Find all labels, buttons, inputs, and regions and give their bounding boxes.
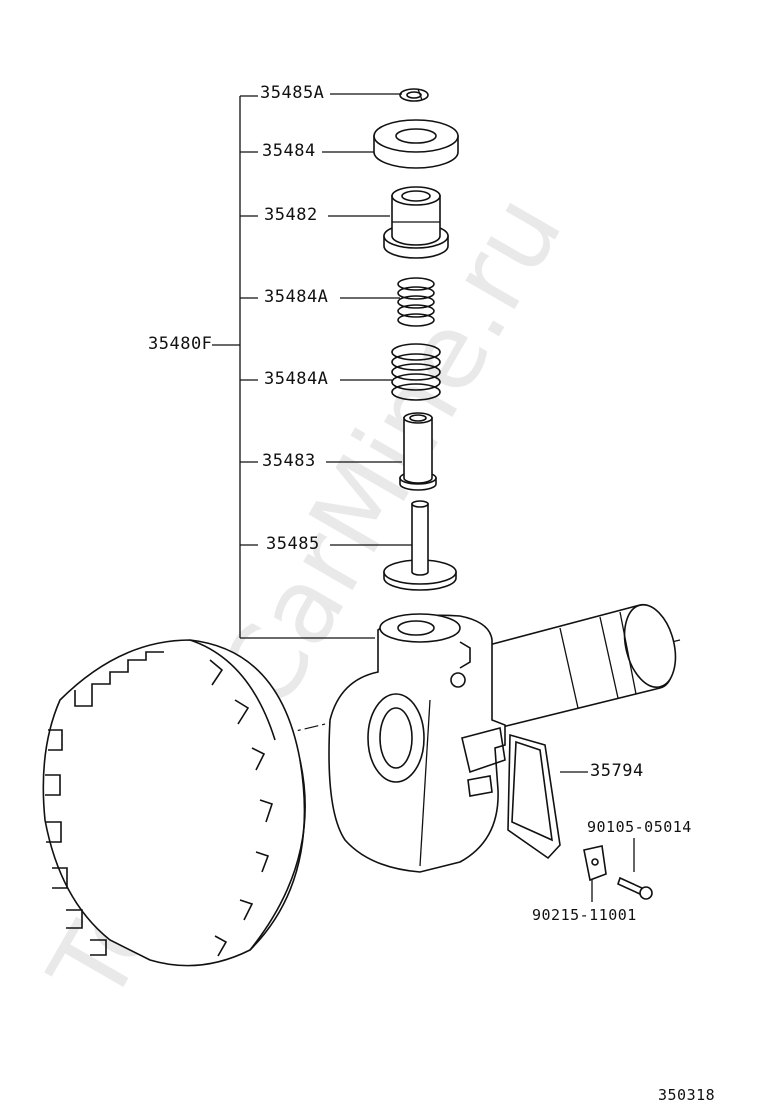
label-35485: 35485 bbox=[266, 534, 320, 554]
plate-35794 bbox=[507, 733, 561, 860]
sleeve-35483 bbox=[399, 412, 437, 491]
lock-plate-90215 bbox=[583, 845, 607, 882]
label-90105-05014: 90105-05014 bbox=[587, 818, 692, 836]
pin-35485 bbox=[383, 500, 457, 591]
leader-lines bbox=[322, 93, 635, 902]
spring-35484a-lower bbox=[391, 343, 441, 401]
piston-35482 bbox=[383, 186, 449, 259]
valve-body bbox=[328, 613, 506, 873]
label-35484: 35484 bbox=[262, 141, 316, 161]
spring-35484a-upper bbox=[397, 277, 435, 327]
assembly-bracket bbox=[212, 95, 375, 639]
label-90215-11001: 90215-11001 bbox=[532, 906, 637, 924]
retainer-35484 bbox=[373, 119, 459, 169]
label-35483: 35483 bbox=[262, 451, 316, 471]
diagram-code: 350318 bbox=[658, 1086, 715, 1104]
label-35485a: 35485A bbox=[260, 83, 324, 103]
bolt-90105 bbox=[617, 876, 653, 900]
label-35794: 35794 bbox=[590, 761, 644, 781]
label-35480f: 35480F bbox=[148, 334, 212, 354]
label-35484a-lower: 35484A bbox=[264, 369, 328, 389]
label-35482: 35482 bbox=[264, 205, 318, 225]
clutch-drum bbox=[42, 639, 306, 967]
shaft-housing bbox=[469, 603, 677, 731]
snap-ring-35485a bbox=[399, 88, 429, 102]
label-35484a-upper: 35484A bbox=[264, 287, 328, 307]
